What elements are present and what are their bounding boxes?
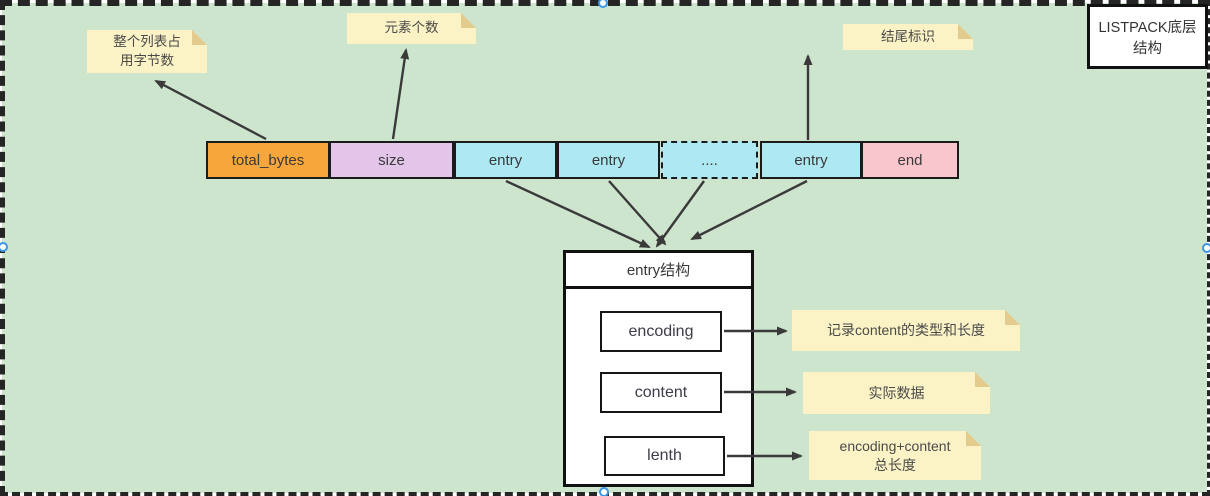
field-content[interactable]: content xyxy=(600,372,722,413)
diagram-title-label: LISTPACK底层结构 xyxy=(1098,19,1197,57)
entry-struct-header: entry结构 xyxy=(566,253,751,289)
note-length-text: encoding+content 总长度 xyxy=(839,437,951,473)
note-size[interactable]: 元素个数 xyxy=(347,13,476,44)
field-content-label: content xyxy=(634,383,688,401)
cell-entry-1[interactable]: entry xyxy=(454,141,557,179)
cell-entry-2-label: entry xyxy=(591,151,626,169)
cell-end[interactable]: end xyxy=(861,141,959,179)
entry-struct-title: entry结构 xyxy=(626,262,691,279)
note-end[interactable]: 结尾标识 xyxy=(843,24,973,50)
cell-total-bytes-label: total_bytes xyxy=(231,151,305,169)
diagram-title-box[interactable]: LISTPACK底层结构 xyxy=(1087,4,1208,69)
note-total-bytes[interactable]: 整个列表占 用字节数 xyxy=(87,30,207,73)
cell-entry-ellipsis-label: .... xyxy=(701,151,718,169)
cell-entry-3-label: entry xyxy=(794,151,828,169)
note-total-bytes-text: 整个列表占 用字节数 xyxy=(113,34,181,68)
note-end-text: 结尾标识 xyxy=(881,28,935,44)
note-length[interactable]: encoding+content 总长度 xyxy=(809,431,981,480)
cell-total-bytes[interactable]: total_bytes xyxy=(206,141,330,179)
selection-handle-right[interactable] xyxy=(1202,243,1210,253)
note-content-text: 实际数据 xyxy=(868,384,925,401)
note-content[interactable]: 实际数据 xyxy=(803,372,990,414)
note-encoding[interactable]: 记录content的类型和长度 xyxy=(792,310,1020,351)
note-encoding-text: 记录content的类型和长度 xyxy=(827,322,985,339)
cell-size-label: size xyxy=(378,151,405,169)
field-lenth[interactable]: lenth xyxy=(604,436,725,476)
cell-entry-3[interactable]: entry xyxy=(760,141,862,179)
cell-size[interactable]: size xyxy=(329,141,454,179)
cell-entry-2[interactable]: entry xyxy=(557,141,660,179)
field-lenth-label: lenth xyxy=(647,447,682,464)
field-encoding-label: encoding xyxy=(628,322,694,340)
note-size-text: 元素个数 xyxy=(384,20,439,36)
cell-entry-ellipsis[interactable]: .... xyxy=(661,141,758,179)
cell-end-label: end xyxy=(897,151,923,169)
cell-entry-1-label: entry xyxy=(488,151,523,169)
selection-handle-bottom[interactable] xyxy=(599,487,609,496)
field-encoding[interactable]: encoding xyxy=(600,311,722,352)
